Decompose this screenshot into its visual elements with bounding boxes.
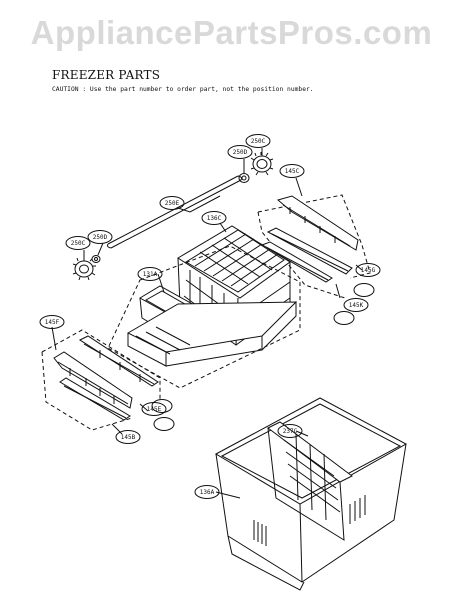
rod-250e	[106, 175, 243, 249]
callout-250c-left: 250C	[71, 240, 86, 247]
blank-position-circles	[151, 283, 375, 431]
callout-145g: 145G	[361, 267, 376, 274]
gear-250c-top	[250, 152, 274, 176]
callout-131a: 131A	[143, 271, 158, 278]
caution-note: CAUTION : Use the part number to order p…	[52, 86, 314, 93]
callout-145b: 145B	[121, 434, 136, 441]
callout-labels: 250C 250D 250E 250C 250D 136C 145C 145G …	[45, 138, 376, 496]
callout-136c: 136C	[207, 215, 222, 222]
collar-250d-top	[238, 173, 250, 183]
basket-136a	[214, 397, 408, 591]
right-rail-assembly	[257, 194, 371, 299]
callout-250d-left: 250D	[93, 234, 108, 241]
callout-237c: 237C	[283, 428, 298, 435]
leader-lines	[51, 148, 363, 499]
drawer-frame	[126, 301, 298, 367]
callout-136a: 136A	[200, 489, 215, 496]
callout-145f: 145F	[45, 319, 60, 326]
watermark-logo: AppliancePartsPros.com	[30, 14, 433, 51]
callout-250d-top: 250D	[233, 149, 248, 156]
callout-145c: 145C	[285, 168, 300, 175]
callout-145e: 145E	[147, 406, 162, 413]
callout-250c-top: 250C	[251, 138, 266, 145]
callout-250e: 250E	[165, 200, 180, 207]
callout-bubbles	[39, 134, 381, 499]
callout-145k: 145K	[349, 302, 364, 309]
page-title: FREEZER PARTS	[52, 68, 161, 82]
left-rail-assembly	[41, 329, 161, 431]
collar-250d-left	[91, 255, 101, 263]
